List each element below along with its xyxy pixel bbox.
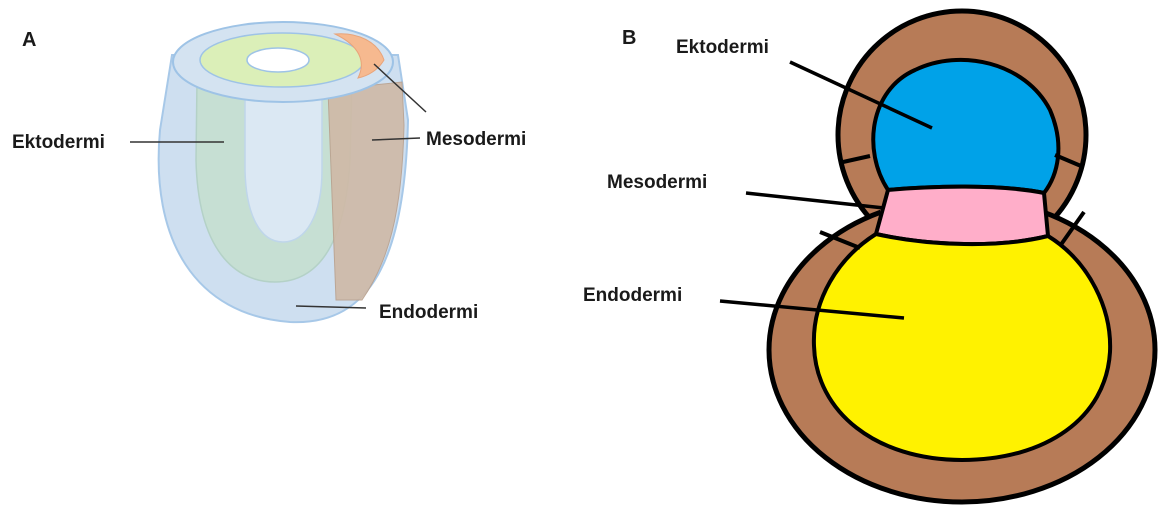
panel-b-mesoderm-label: Mesodermi [607, 172, 707, 193]
panel-a-ectoderm-label: Ektodermi [12, 132, 105, 153]
panel-a-mesoderm-label: Mesodermi [426, 129, 526, 150]
panel-a-top-hole [247, 48, 309, 72]
panel-b-endoderm-label: Endodermi [583, 285, 682, 306]
panel-b-letter: B [622, 27, 636, 49]
panel-b-ectoderm-label: Ektodermi [676, 37, 769, 58]
panel-a: A Ektodermi Mesodermi Endodermi [12, 22, 526, 323]
panel-a-inner-core [245, 80, 322, 242]
panel-a-mesoderm-band [328, 82, 404, 300]
panel-b-endoderm [814, 234, 1110, 460]
panel-b-mesoderm [876, 187, 1048, 244]
panel-b: B Ektodermi Mesodermi Endodermi [583, 11, 1155, 502]
panel-a-endoderm-label: Endodermi [379, 302, 478, 323]
panel-a-letter: A [22, 29, 36, 51]
